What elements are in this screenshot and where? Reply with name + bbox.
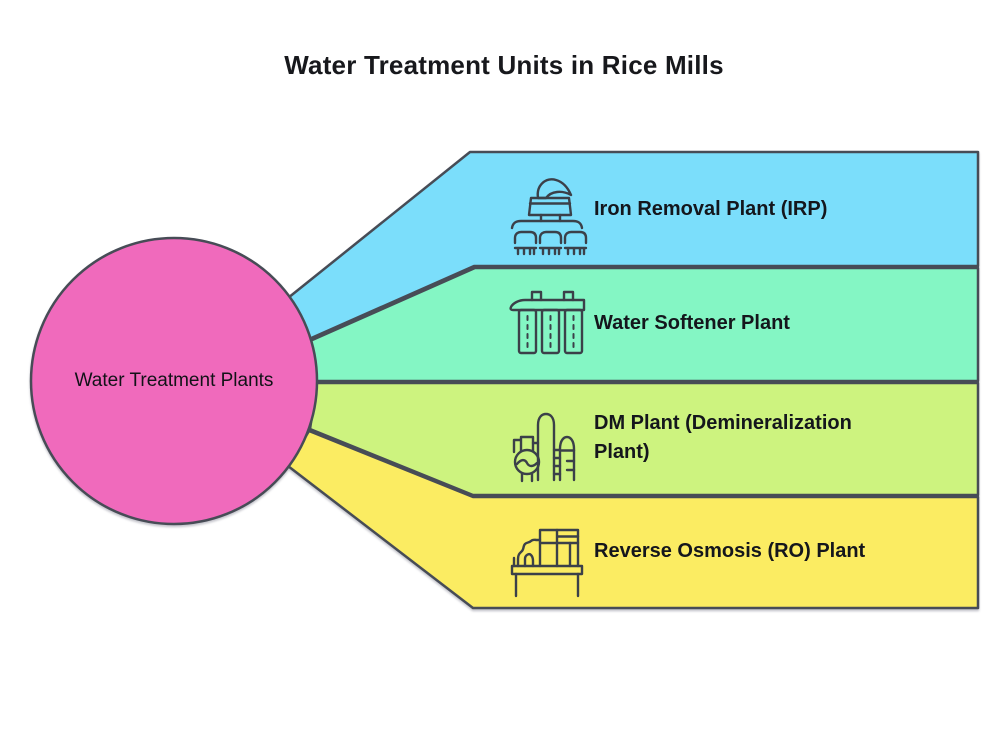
diagram-title: Water Treatment Units in Rice Mills — [284, 50, 724, 80]
band-label-reverse-osmosis: Reverse Osmosis (RO) Plant — [594, 539, 866, 562]
band-label-water-softener: Water Softener Plant — [594, 312, 790, 334]
ro-filtration-unit-icon — [510, 528, 584, 598]
diagram-shapes — [29, 150, 980, 610]
band-label-iron-removal: Iron Removal Plant (IRP) — [594, 197, 828, 220]
rice-mill-machine-icon — [510, 178, 588, 256]
demineralization-columns-icon — [512, 412, 576, 483]
band-label-dm-plant: DM Plant (Demineralization Plant) — [594, 411, 852, 463]
center-node-label: Water Treatment Plants — [74, 370, 274, 392]
softener-tanks-icon — [509, 290, 586, 355]
diagram-icons — [509, 178, 588, 598]
center-circle — [29, 236, 319, 526]
